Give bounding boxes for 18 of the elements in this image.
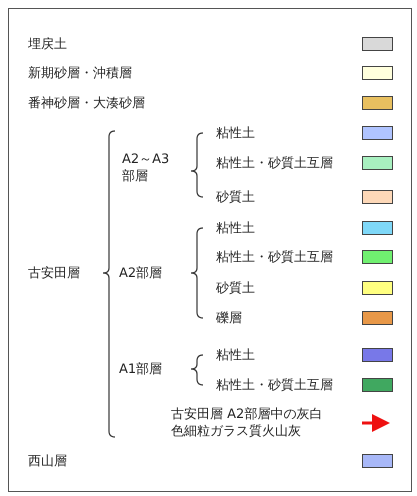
- legend-label: 古安田層 A2部層中の灰白色細粒ガラス質火山灰: [171, 406, 324, 440]
- legend-label: 粘性土・砂質土互層: [216, 248, 333, 266]
- legend-label: 埋戻土: [28, 36, 67, 52]
- legend-label: 粘性土: [216, 124, 255, 142]
- legend-label: 粘性土: [216, 220, 255, 236]
- legend-label: 番神砂層・大湊砂層: [28, 94, 145, 112]
- legend-label: 西山層: [28, 452, 67, 470]
- group-label: A1部層: [119, 360, 162, 378]
- group-label: A2～A3部層: [122, 151, 170, 185]
- group-label: 古安田層: [28, 264, 80, 282]
- group-label: A2部層: [119, 264, 162, 282]
- legend-label: 粘性土・砂質土互層: [216, 154, 333, 172]
- legend-label: 新期砂層・沖積層: [28, 64, 132, 82]
- legend-label: 砂質土: [216, 280, 255, 296]
- legend-label: 粘性土: [216, 346, 255, 364]
- legend-label: 粘性土・砂質土互層: [216, 376, 333, 394]
- legend-label: 礫層: [216, 310, 242, 326]
- legend-label: 砂質土: [216, 188, 255, 206]
